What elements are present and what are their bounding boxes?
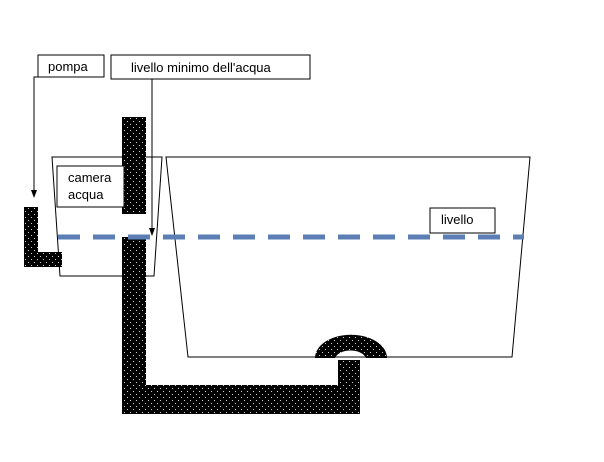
drain-fitting	[315, 334, 387, 358]
main-tank	[165, 156, 531, 358]
chamber-label-line1: camera	[68, 170, 112, 185]
chamber-label-line2: acqua	[68, 187, 104, 202]
level-label-box	[429, 207, 496, 234]
pump-label: pompa	[48, 59, 89, 74]
level-label: livello	[441, 212, 474, 227]
drain-pipe	[122, 237, 360, 414]
min-level-arrow-head	[149, 228, 155, 236]
pump-pipe	[24, 207, 62, 267]
chamber-label-box	[56, 165, 125, 208]
min-level-label-box	[110, 54, 311, 80]
pump-label-box	[37, 54, 105, 78]
min-water-level-label: livello minimo dell'acqua	[131, 60, 272, 75]
overflow-pipe-upper	[122, 117, 146, 214]
pump-arrow-head	[31, 190, 37, 198]
pump-arrow-line	[33, 76, 38, 190]
